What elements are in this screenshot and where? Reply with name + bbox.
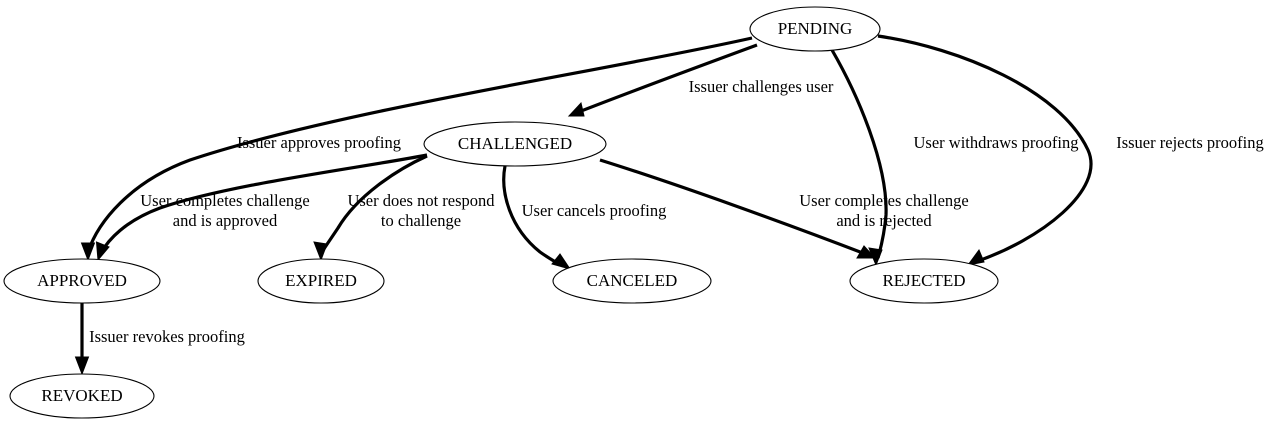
- edge-label-user-does-not-respond-line1: User does not respond: [347, 191, 495, 210]
- node-label-expired: EXPIRED: [285, 271, 357, 290]
- edge-approved-to-revoked[interactable]: [74, 303, 90, 376]
- edge-label-issuer-approves-proofing: Issuer approves proofing: [237, 133, 401, 152]
- node-approved[interactable]: APPROVED: [3, 258, 161, 304]
- node-rejected[interactable]: REJECTED: [849, 258, 999, 304]
- edge-path-pending-rejected-issuer: [877, 34, 1093, 264]
- arrowhead-challenged-canceled: [551, 253, 572, 270]
- node-pending[interactable]: PENDING: [749, 6, 881, 52]
- node-canceled[interactable]: CANCELED: [552, 258, 712, 304]
- arrowhead-pending-rejected-withdraw: [868, 247, 883, 267]
- edge-label-user-completes-challenge-rejected-line1: User completes challenge: [799, 191, 969, 210]
- edge-path-challenged-approved: [99, 153, 428, 254]
- node-label-approved: APPROVED: [37, 271, 127, 290]
- edge-label-user-completes-challenge-approved-line1: User completes challenge: [140, 191, 310, 210]
- edge-challenged-to-rejected[interactable]: [599, 158, 877, 259]
- node-shape-pending: [749, 6, 881, 52]
- arrowhead-approved-revoked: [74, 356, 90, 376]
- node-label-challenged: CHALLENGED: [458, 134, 572, 153]
- arrowhead-challenged-approved: [95, 241, 110, 262]
- node-expired[interactable]: EXPIRED: [257, 258, 385, 304]
- edge-label-user-cancels-proofing: User cancels proofing: [522, 201, 667, 220]
- arrowhead-challenged-rejected: [856, 245, 877, 259]
- arrowhead-pending-rejected-issuer: [966, 248, 985, 266]
- node-label-rejected: REJECTED: [882, 271, 965, 290]
- edge-pending-to-rejected-withdraw[interactable]: [830, 49, 888, 267]
- node-shape-revoked: [9, 373, 155, 419]
- edge-label-user-does-not-respond-line2: to challenge: [381, 211, 461, 230]
- nodes-layer: PENDING CHALLENGED APPROVED EXPIRED CANC…: [3, 6, 999, 419]
- node-shape-approved: [3, 258, 161, 304]
- node-revoked[interactable]: REVOKED: [9, 373, 155, 419]
- edge-label-issuer-rejects-proofing: Issuer rejects proofing: [1116, 133, 1264, 152]
- edge-pending-to-challenged[interactable]: [567, 43, 758, 117]
- edge-challenged-to-expired[interactable]: [313, 154, 428, 262]
- edge-path-pending-rejected-withdraw: [830, 49, 888, 259]
- edge-pending-to-approved[interactable]: [80, 36, 753, 262]
- node-challenged[interactable]: CHALLENGED: [423, 121, 607, 167]
- arrowhead-pending-challenged: [567, 101, 585, 117]
- node-label-pending: PENDING: [778, 19, 853, 38]
- node-shape-canceled: [552, 258, 712, 304]
- node-shape-expired: [257, 258, 385, 304]
- edge-challenged-to-approved[interactable]: [95, 153, 428, 262]
- edges-layer: [74, 34, 1093, 376]
- node-shape-rejected: [849, 258, 999, 304]
- edge-label-user-completes-challenge-rejected-line2: and is rejected: [836, 211, 932, 230]
- edge-path-pending-challenged: [575, 43, 758, 115]
- edge-label-issuer-challenges-user: Issuer challenges user: [689, 77, 834, 96]
- node-label-canceled: CANCELED: [587, 271, 678, 290]
- edge-path-challenged-rejected: [599, 158, 869, 257]
- edge-label-user-completes-challenge-approved-line2: and is approved: [173, 211, 278, 230]
- edge-challenged-to-canceled[interactable]: [502, 165, 572, 270]
- edge-label-user-withdraws-proofing: User withdraws proofing: [914, 133, 1079, 152]
- arrowhead-pending-approved: [80, 242, 96, 262]
- node-label-revoked: REVOKED: [41, 386, 122, 405]
- edge-path-pending-approved: [86, 36, 753, 253]
- edge-labels-layer: Issuer approves proofing Issuer challeng…: [89, 77, 1264, 346]
- edge-label-issuer-revokes-proofing: Issuer revokes proofing: [89, 327, 245, 346]
- arrowhead-challenged-expired: [313, 241, 328, 262]
- edge-pending-to-rejected-issuer[interactable]: [877, 34, 1093, 266]
- node-shape-challenged: [423, 121, 607, 167]
